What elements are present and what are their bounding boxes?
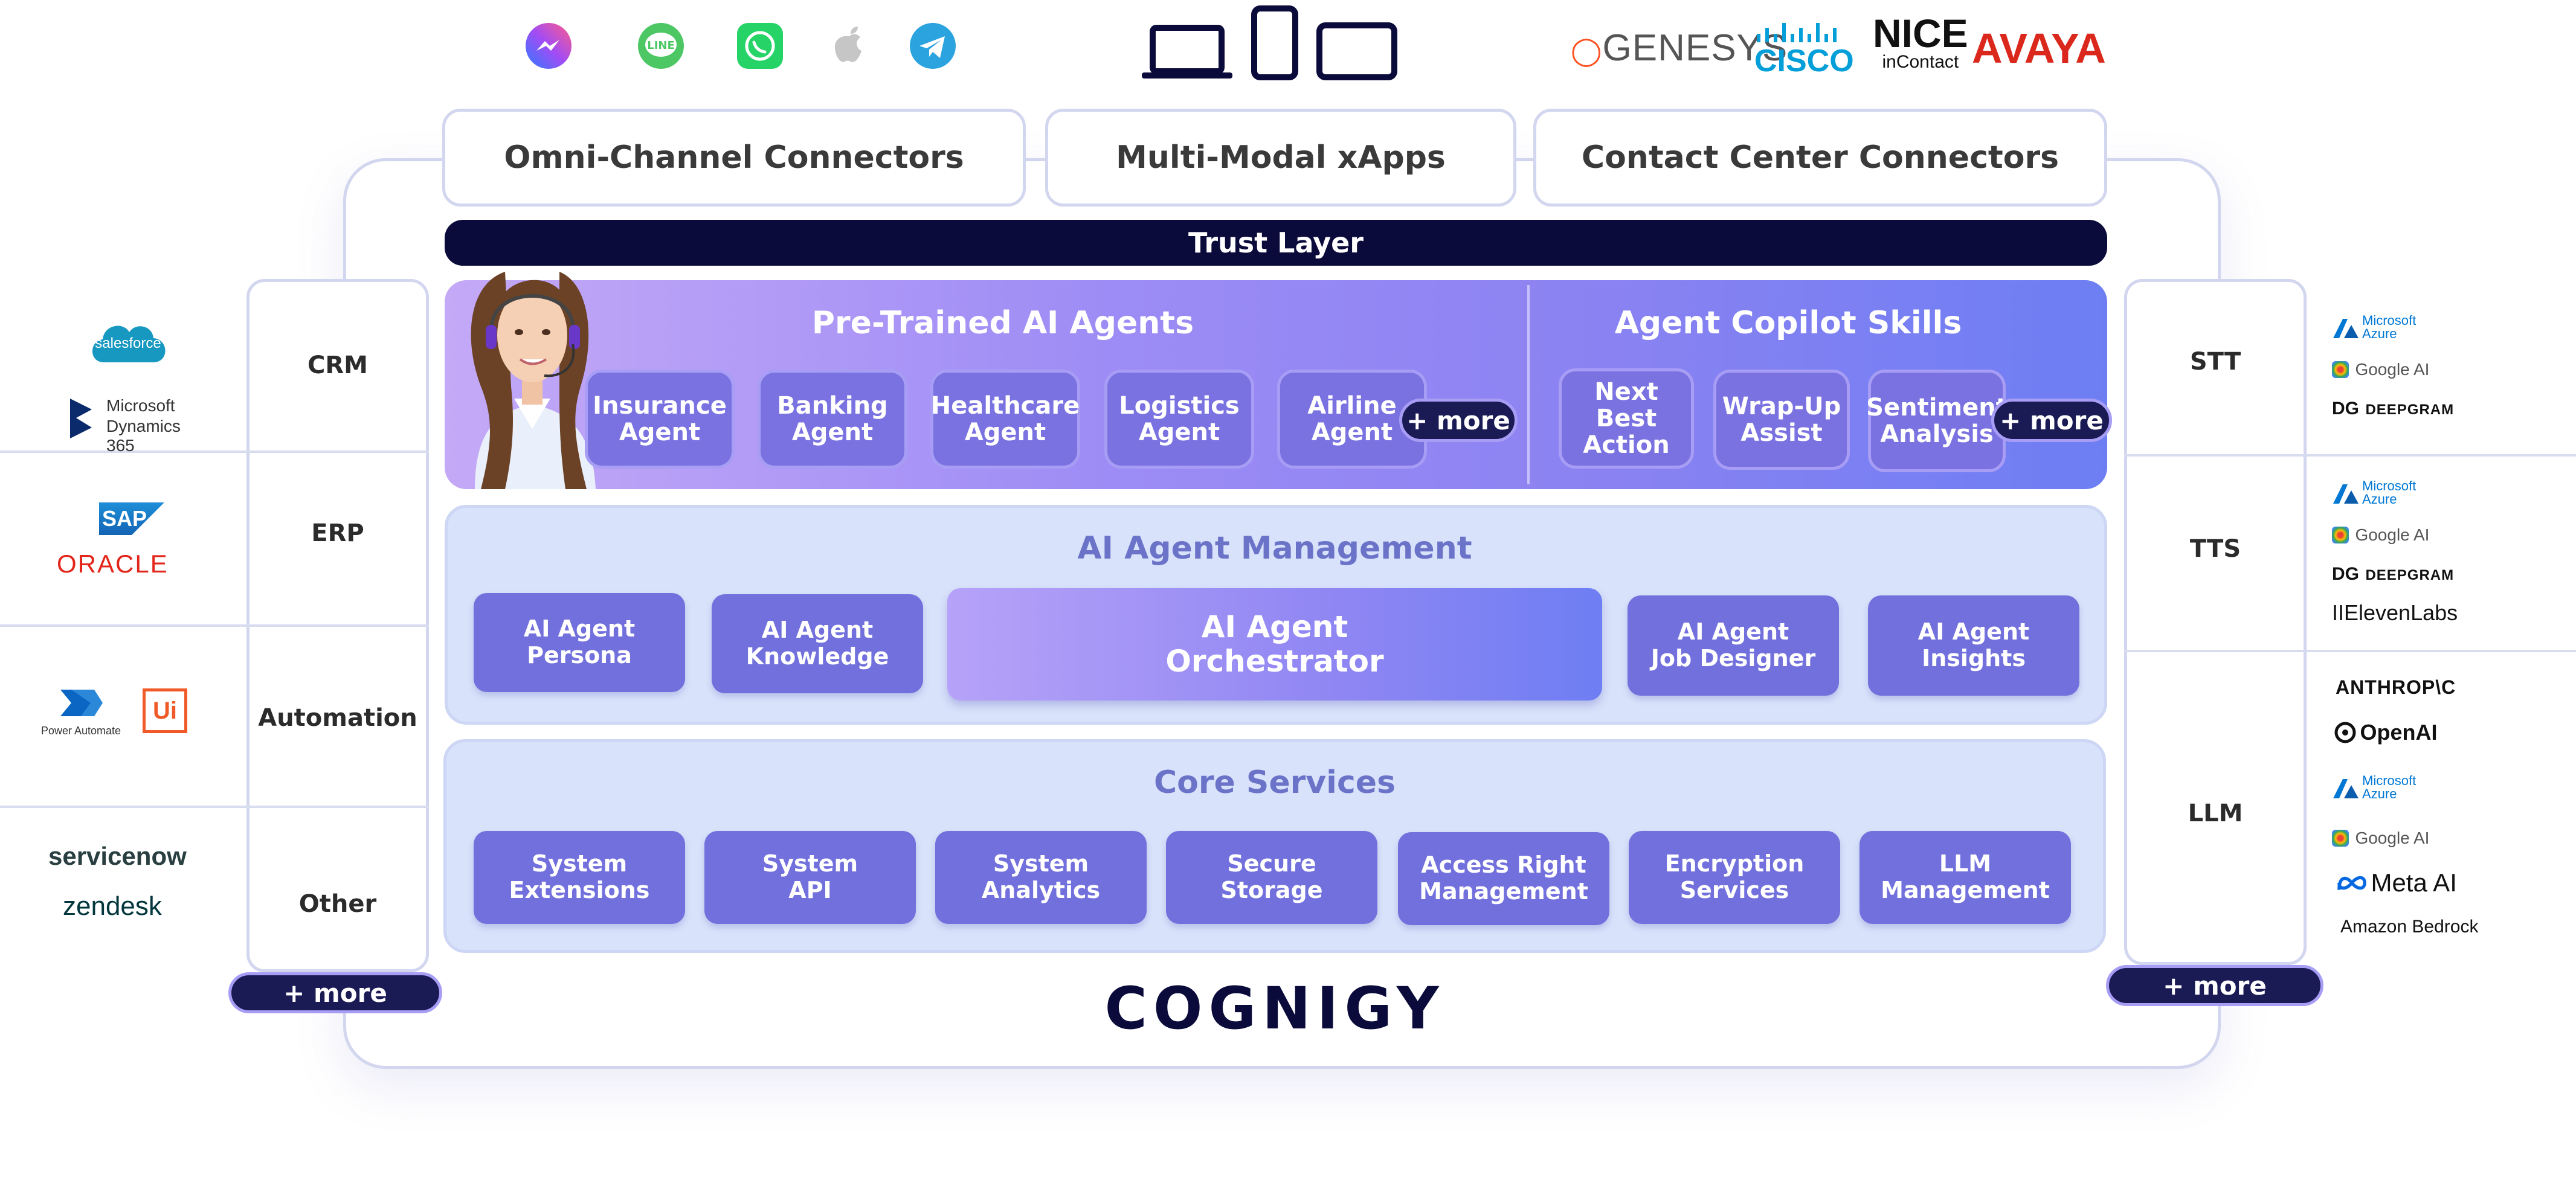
copilot-skills-title: Agent Copilot Skills: [1614, 305, 1962, 341]
tts-label: TTS: [2189, 535, 2241, 563]
more-skills-button[interactable]: + more: [1991, 399, 2112, 442]
deepgram-logo: DG DEEPGRAM: [2332, 399, 2455, 418]
azure-logo: Microsoft Azure: [2331, 312, 2452, 345]
dynamics-365-logo: Microsoft Dynamics 365: [68, 394, 213, 455]
elevenlabs-logo: IIElevenLabs: [2332, 600, 2458, 625]
other-label: Other: [298, 890, 377, 918]
messenger-icon: [523, 21, 574, 71]
line-icon: LINE: [636, 21, 686, 71]
erp-label: ERP: [311, 519, 364, 547]
pretrained-agents-title: Pre-Trained AI Agents: [811, 305, 1194, 341]
oracle-logo: ORACLE: [57, 550, 169, 578]
google-ai-logo: Google AI: [2332, 525, 2429, 550]
right-more-button[interactable]: + more: [2106, 965, 2323, 1006]
left-divider: [0, 624, 429, 627]
right-divider: [2124, 454, 2576, 457]
whatsapp-icon: [735, 21, 785, 71]
cisco-logo: CISCO: [1754, 21, 1854, 77]
llm-label: LLM: [2188, 800, 2243, 827]
right-integrations-column: [2124, 279, 2307, 965]
left-divider: [0, 451, 429, 453]
stt-label: STT: [2189, 348, 2241, 376]
right-divider: [2124, 650, 2576, 652]
azure-logo: Microsoft Azure: [2331, 772, 2452, 806]
crm-label: CRM: [308, 351, 368, 379]
genesys-logo: ◯GENESYS: [1571, 27, 1788, 69]
servicenow-logo: servicenow: [48, 842, 187, 870]
core-services-title: Core Services: [1153, 765, 1396, 801]
power-automate-logo: Power Automate: [39, 686, 123, 740]
cognigy-logo: COGNIGY: [1104, 975, 1445, 1042]
panel-divider: [1527, 285, 1530, 484]
google-ai-logo: Google AI: [2332, 829, 2429, 853]
ai-agent-management-title: AI Agent Management: [1077, 530, 1472, 566]
sap-logo: SAP: [99, 502, 164, 535]
laptop-icon: [1142, 23, 1232, 81]
left-more-button[interactable]: + more: [228, 972, 442, 1013]
apple-icon: [824, 21, 875, 71]
trust-layer: Trust Layer: [445, 220, 2107, 266]
telegram-icon: [907, 21, 958, 71]
more-agents-button[interactable]: + more: [1399, 399, 1518, 442]
omni-channel-connectors: Omni-Channel Connectors: [442, 109, 1026, 207]
uipath-logo: Ui: [143, 688, 187, 733]
tablet-icon: [1316, 22, 1398, 81]
openai-logo: OpenAI: [2333, 720, 2437, 750]
azure-logo: Microsoft Azure: [2331, 477, 2452, 511]
phone-icon: [1251, 5, 1299, 81]
salesforce-logo: salesforce: [86, 314, 170, 373]
meta-ai-logo: Meta AI: [2336, 868, 2457, 905]
zendesk-logo: zendesk: [63, 891, 162, 921]
automation-label: Automation: [258, 704, 417, 732]
google-ai-logo: Google AI: [2332, 360, 2429, 384]
contact-center-connectors: Contact Center Connectors: [1533, 109, 2107, 207]
agent-avatar: [457, 248, 608, 489]
deepgram-logo: DG DEEPGRAM: [2332, 564, 2455, 584]
left-divider: [0, 806, 429, 808]
amazon-bedrock-logo: Amazon Bedrock: [2340, 917, 2479, 937]
nice-logo: NICE inContact: [1873, 11, 1968, 72]
avaya-logo: AVAYA: [1972, 25, 2106, 72]
multi-modal-xapps: Multi-Modal xApps: [1045, 109, 1516, 207]
svg-text:LINE: LINE: [647, 39, 675, 52]
anthropic-logo: ANTHROP\C: [2336, 676, 2456, 698]
